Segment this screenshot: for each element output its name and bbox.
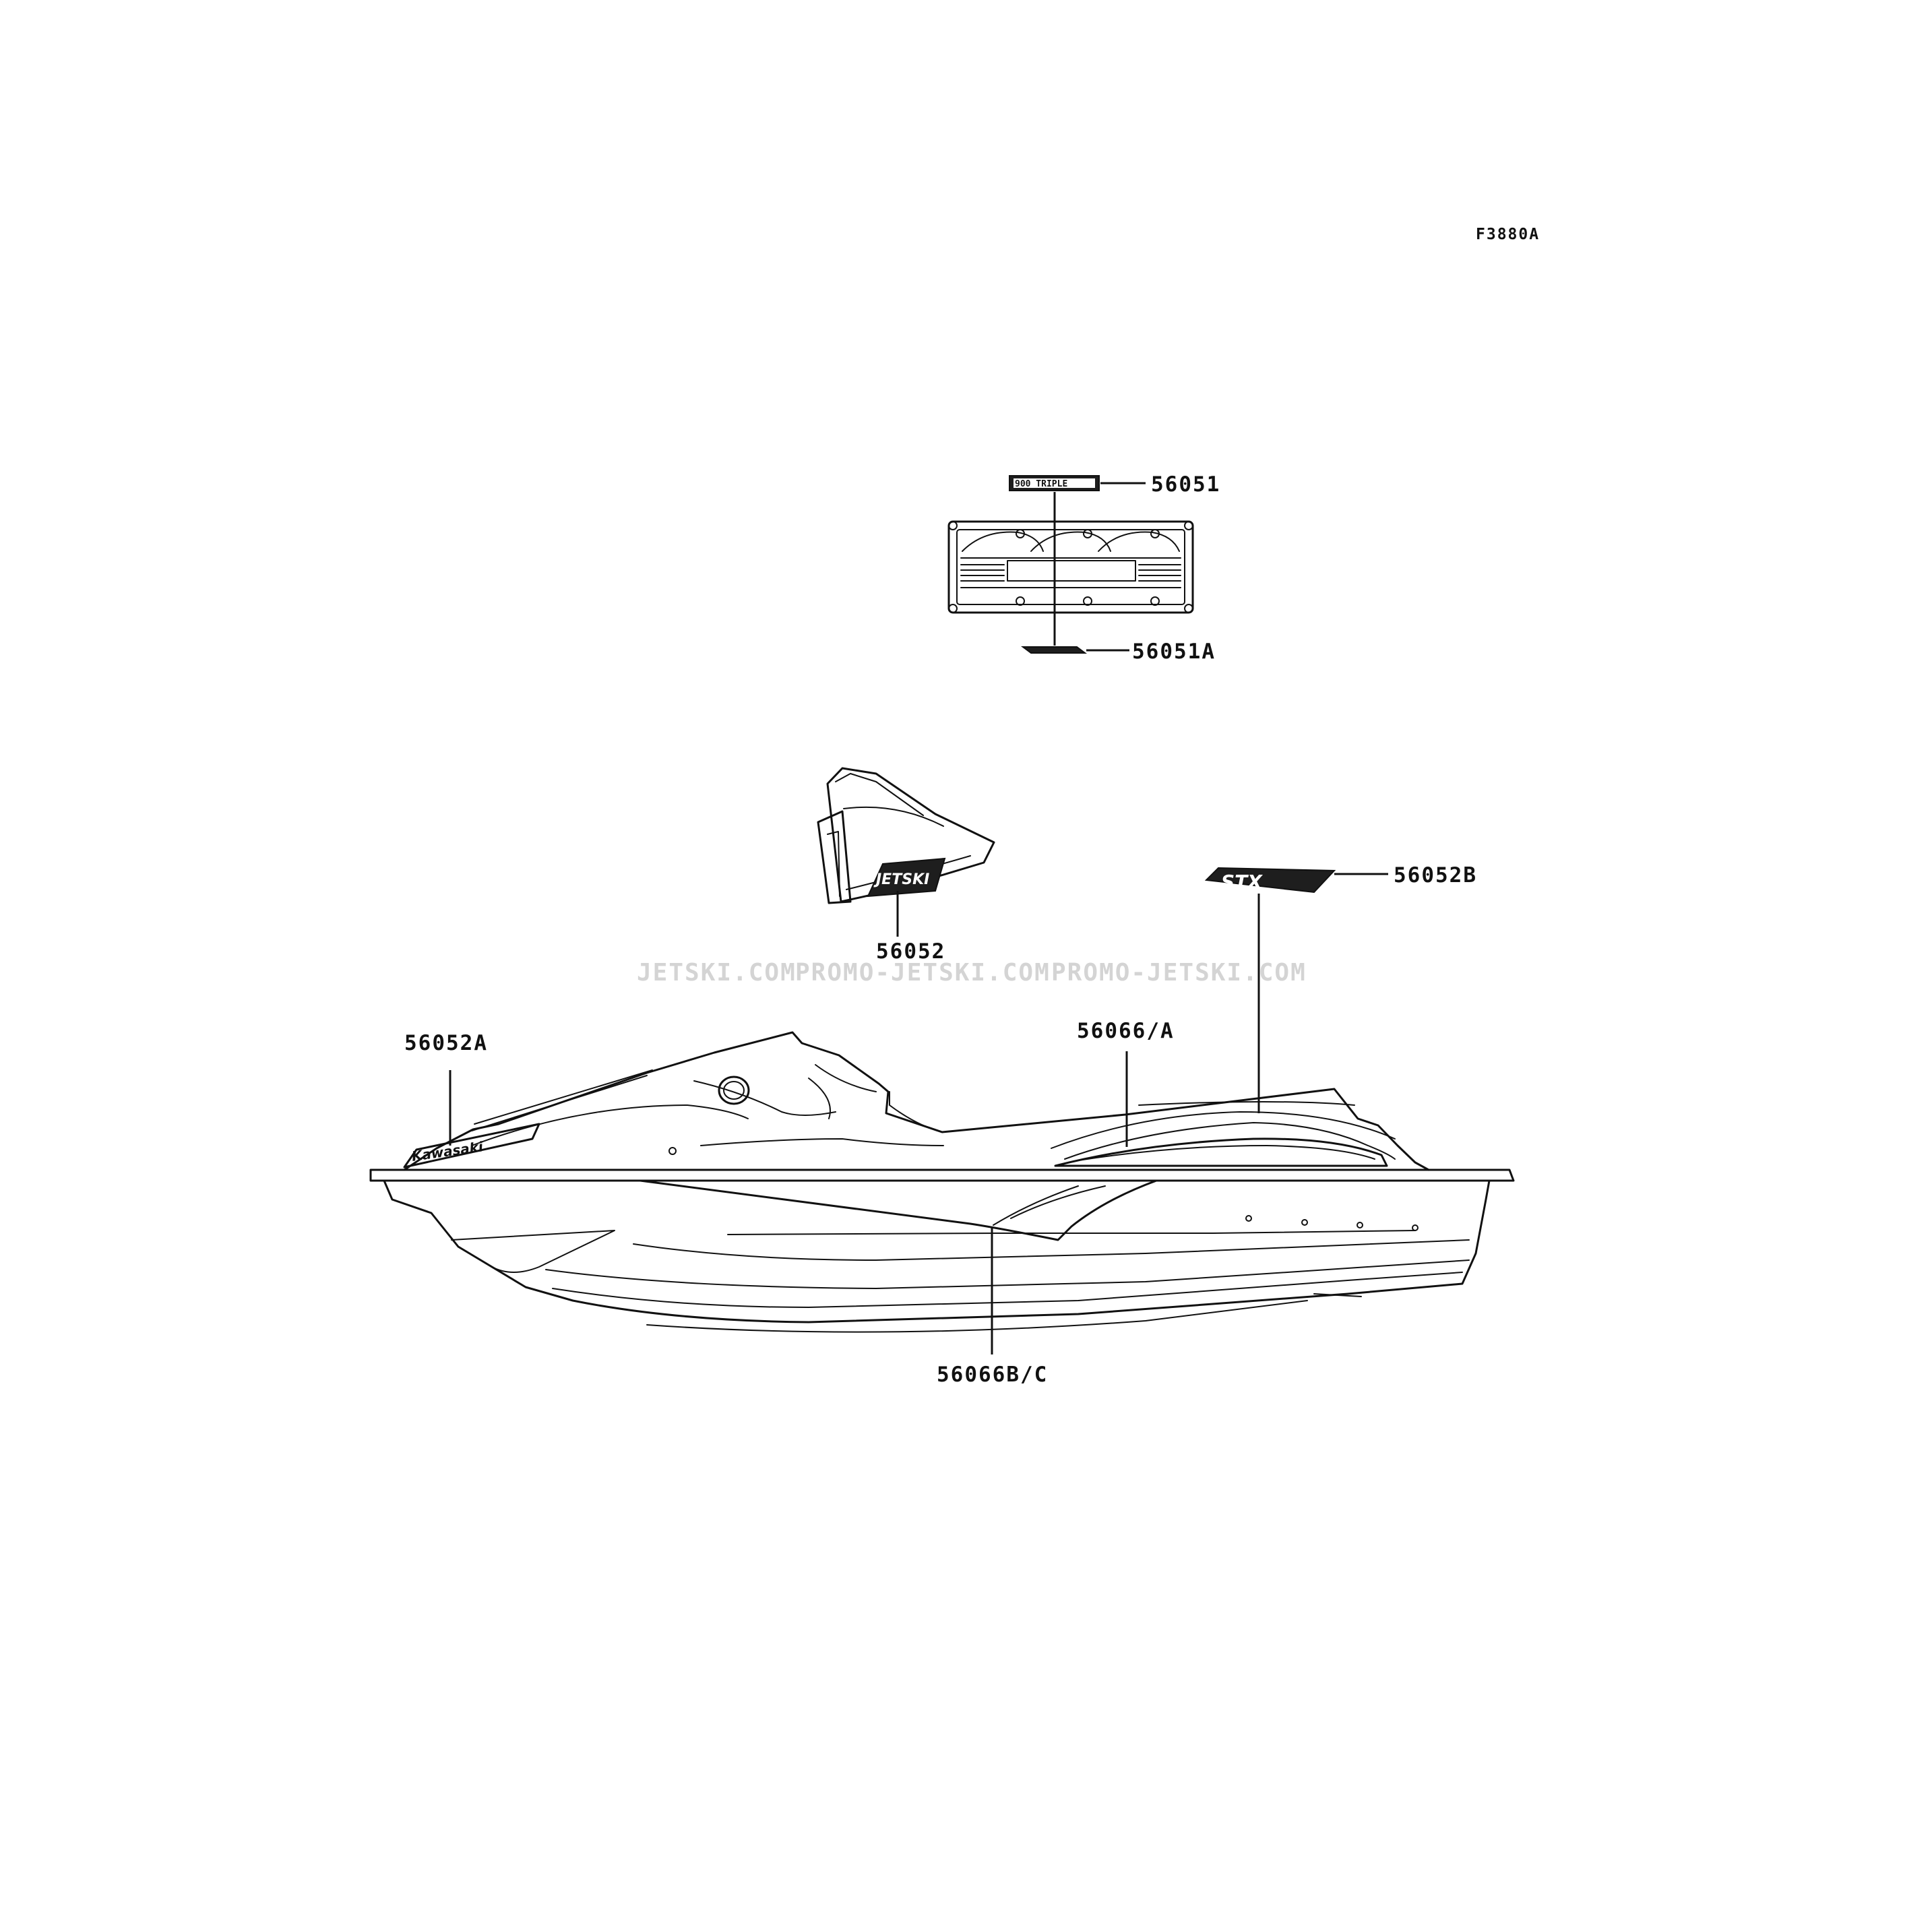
engine-badge-lettering: 900 TRIPLE (1015, 479, 1067, 489)
engine-strip-decal (1021, 646, 1087, 654)
callout-56052b: 56052B (1394, 863, 1477, 887)
side-stripe-decal (639, 1179, 1158, 1241)
figure-code: F3880A (1476, 226, 1540, 243)
callout-56052a: 56052A (404, 1031, 488, 1055)
callout-56066a: 56066/A (1077, 1019, 1175, 1043)
engine-badge-decal: 900 TRIPLE (1009, 475, 1100, 491)
model-badge-decal: STX (1204, 867, 1336, 894)
hood-logo-lettering: JETSKI (873, 871, 929, 888)
engine-cover (947, 520, 1194, 614)
watermark: JETSKI.COM PROMO-JETSKI.COM PROMO-JETSKI… (637, 959, 1307, 987)
deck-stripe-decal (1054, 1138, 1388, 1167)
watermark-text-3: PROMO-JETSKI.COM (1051, 959, 1307, 987)
callout-56066bc: 56066B/C (937, 1363, 1048, 1387)
watermark-text-2: PROMO-JETSKI.COM (795, 959, 1051, 987)
hood-logo-decal: JETSKI (867, 857, 946, 898)
callout-56052: 56052 (876, 939, 945, 964)
callout-56051: 56051 (1151, 472, 1220, 497)
model-badge-lettering: STX (1221, 871, 1263, 893)
watercraft-hull (369, 1031, 1515, 1333)
watermark-text-1: JETSKI.COM (637, 959, 797, 987)
callout-56051a: 56051A (1132, 640, 1216, 664)
